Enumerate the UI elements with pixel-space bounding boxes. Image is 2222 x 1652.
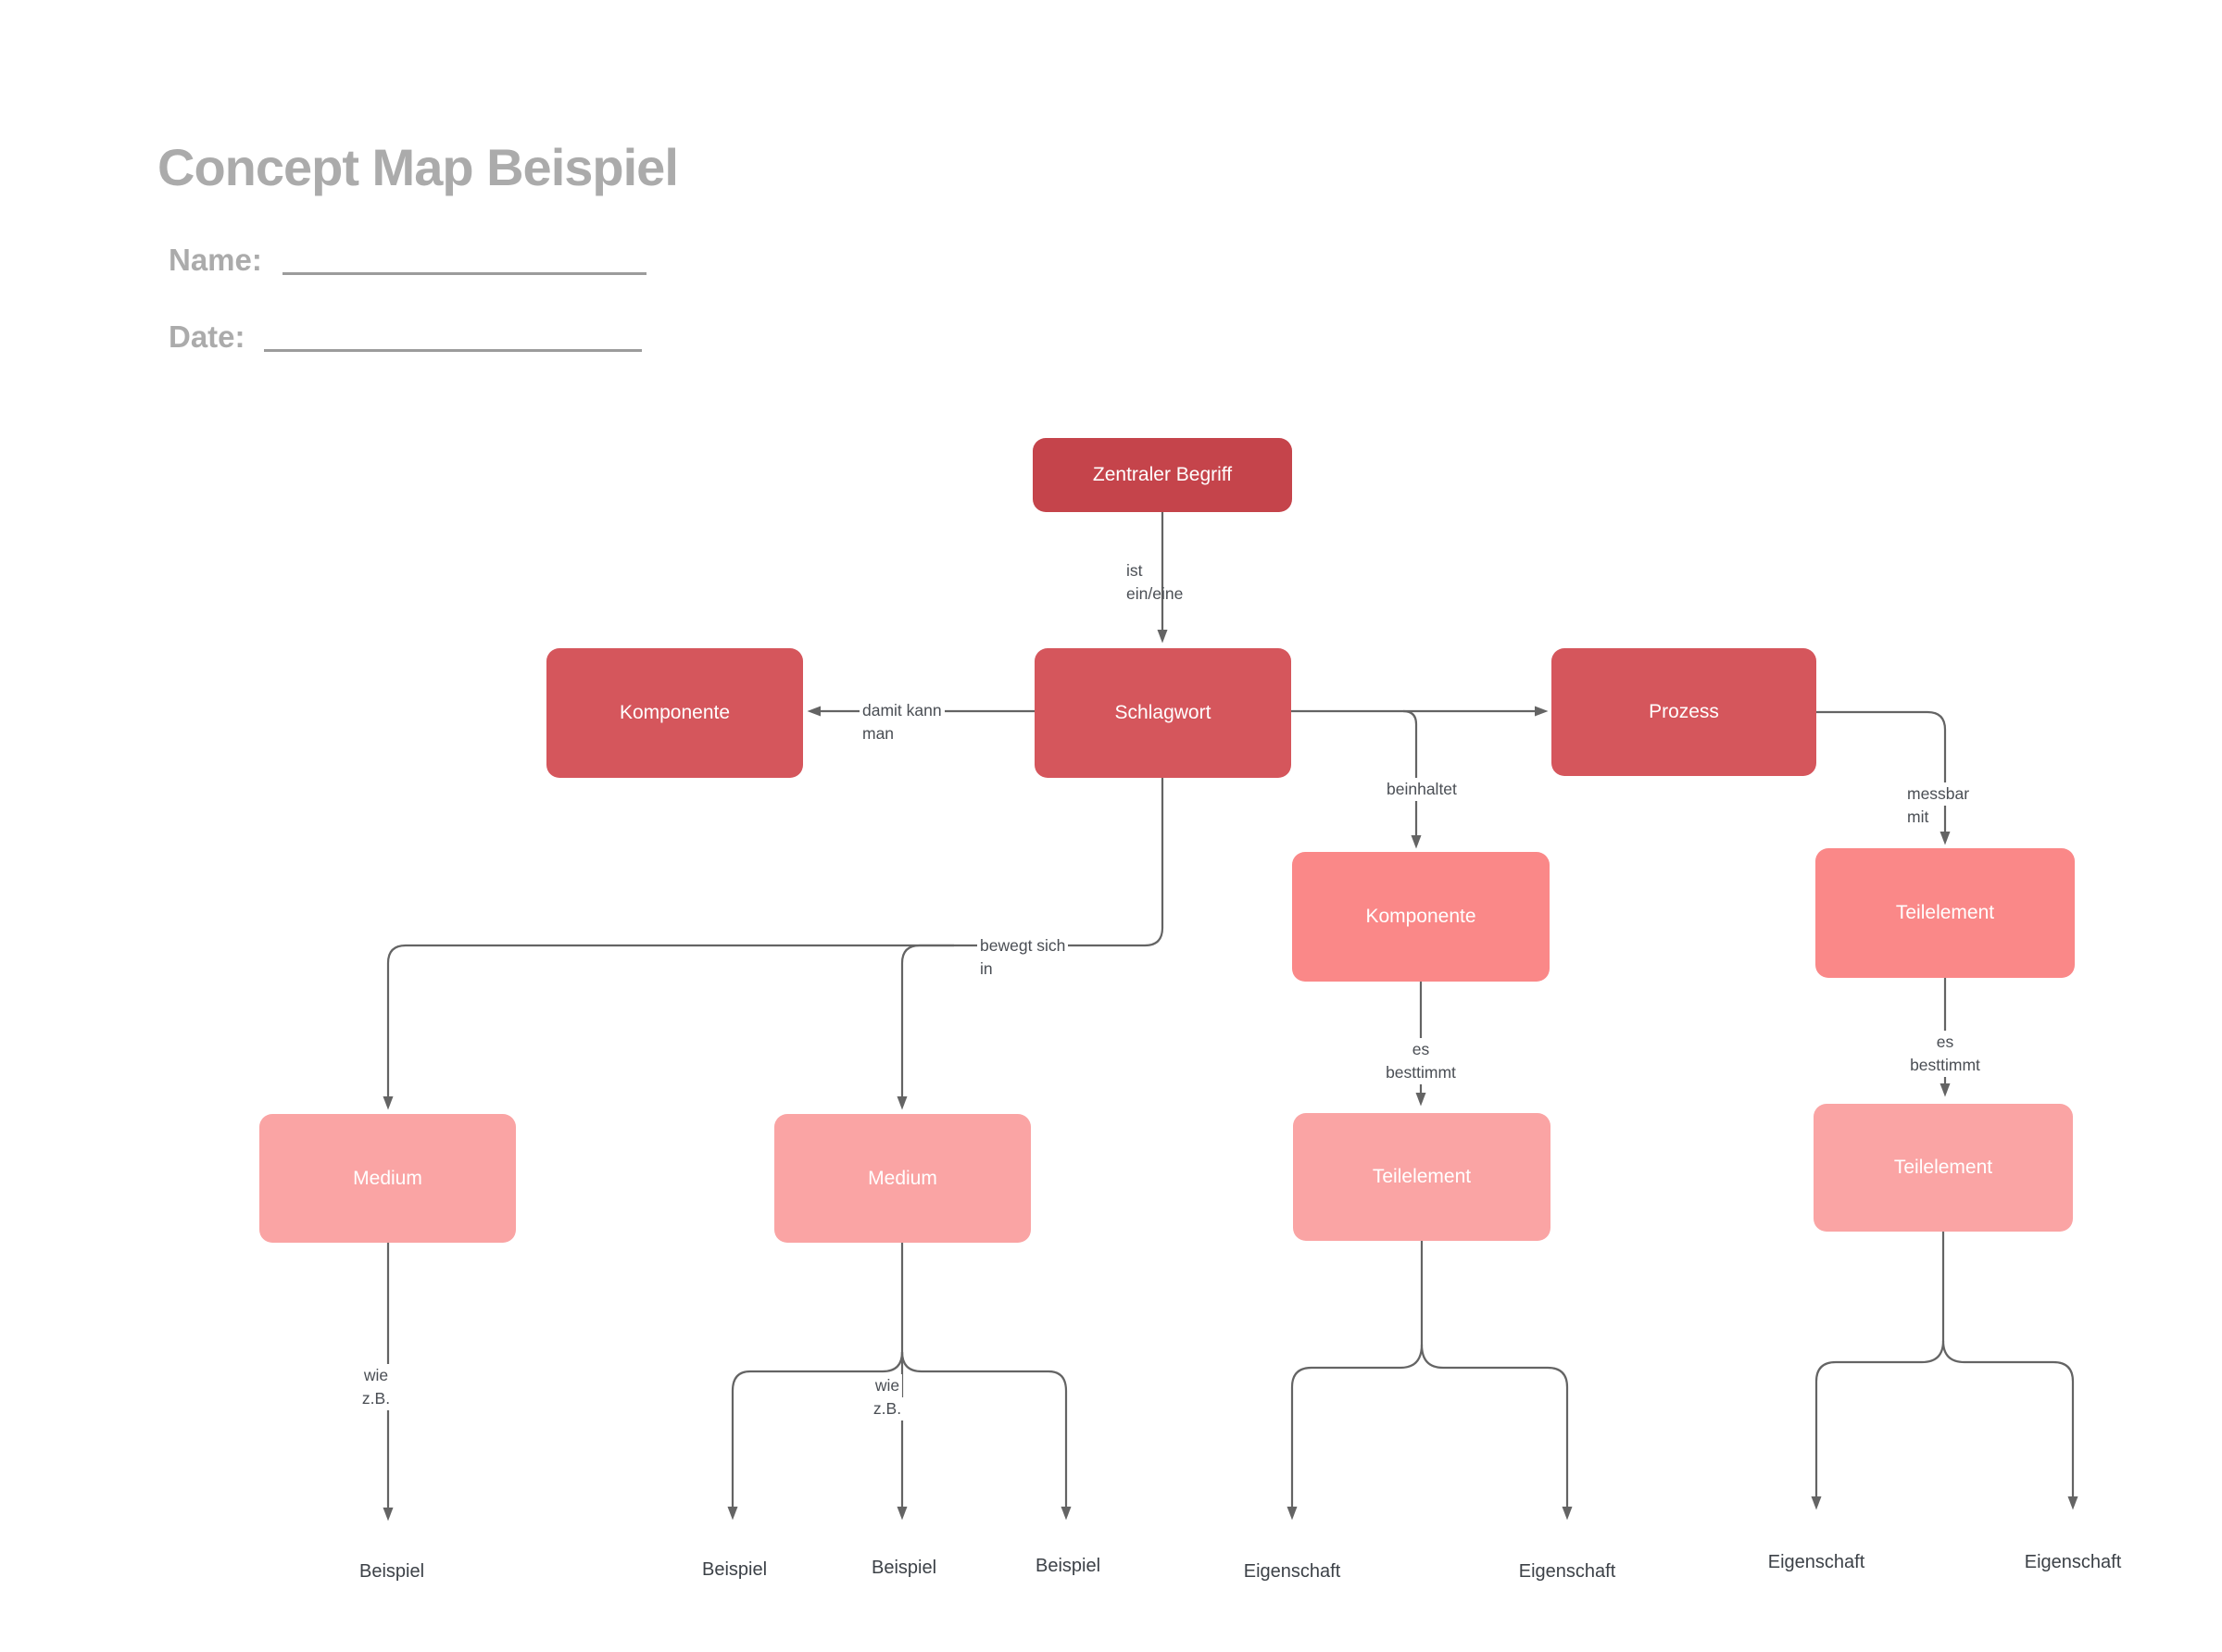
edge-label-beinhaltet: beinhaltet <box>1384 778 1460 801</box>
leaf-eigenschaft-3: Eigenschaft <box>1767 1552 1865 1572</box>
node-label: Medium <box>868 1167 937 1189</box>
edge-teilelement2-right-branch <box>1420 1344 1573 1521</box>
node-label: Komponente <box>1365 906 1476 927</box>
page-title: Concept Map Beispiel <box>157 138 679 196</box>
edge-bewegt-sich-in-mid <box>897 944 954 1110</box>
node-prozess[interactable]: Prozess <box>1551 648 1816 776</box>
edge-teilelement3-right-branch <box>1941 1340 2078 1510</box>
leaf-eigenschaft-1: Eigenschaft <box>1243 1561 1341 1582</box>
leaf-beispiel-2: Beispiel <box>701 1559 768 1580</box>
node-label: Medium <box>353 1167 422 1189</box>
edge-beinhaltet <box>1402 709 1422 849</box>
leaf-beispiel-1: Beispiel <box>358 1561 425 1582</box>
node-label: Prozess <box>1649 701 1719 722</box>
node-teilelement-3[interactable]: Teilelement <box>1814 1104 2073 1232</box>
edge-medium2-right-branch <box>900 1351 1072 1521</box>
node-komponente-2[interactable]: Komponente <box>1292 852 1550 982</box>
edge-messbar-mit <box>1816 710 1951 845</box>
node-teilelement-2[interactable]: Teilelement <box>1293 1113 1550 1241</box>
node-label: Komponente <box>619 702 731 723</box>
node-teilelement-1[interactable]: Teilelement <box>1815 848 2075 978</box>
node-label: Schlagwort <box>1114 702 1211 723</box>
node-label: Teilelement <box>1372 1166 1472 1187</box>
node-komponente-1[interactable]: Komponente <box>546 648 803 778</box>
edge-teilelement3-left-branch <box>1811 1340 1945 1510</box>
name-label: Name: <box>169 243 262 277</box>
edge-bewegt-sich-in-left <box>383 778 1164 1110</box>
edge-teilelement2-left-branch <box>1287 1344 1424 1521</box>
node-label: Zentraler Begriff <box>1092 464 1233 485</box>
date-field-line[interactable] <box>264 349 642 352</box>
leaf-eigenschaft-2: Eigenschaft <box>1518 1561 1616 1582</box>
name-field-line[interactable] <box>282 272 647 275</box>
node-medium-2[interactable]: Medium <box>774 1114 1031 1243</box>
node-label: Teilelement <box>1895 902 1995 923</box>
leaf-beispiel-4: Beispiel <box>1035 1556 1101 1576</box>
edge-medium2-left-branch <box>727 1351 904 1521</box>
node-schlagwort[interactable]: Schlagwort <box>1035 648 1291 778</box>
node-zentraler-begriff[interactable]: Zentraler Begriff <box>1033 438 1292 512</box>
leaf-eigenschaft-4: Eigenschaft <box>2024 1552 2122 1572</box>
node-label: Teilelement <box>1893 1157 1993 1178</box>
date-label: Date: <box>169 319 245 354</box>
leaf-beispiel-3: Beispiel <box>871 1558 937 1578</box>
node-medium-1[interactable]: Medium <box>259 1114 516 1243</box>
